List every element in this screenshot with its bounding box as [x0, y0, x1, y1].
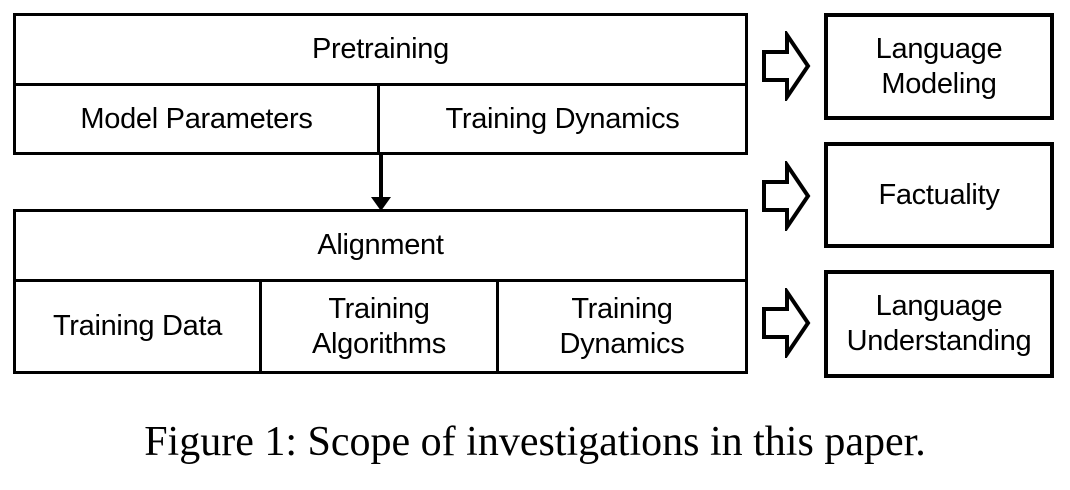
right-arrow-icon: [762, 31, 811, 101]
box-factuality-label: Factuality: [878, 178, 1000, 211]
cell-pretraining-training-dynamics: Training Dynamics: [380, 86, 745, 152]
pretraining-block: Pretraining Model Parameters Training Dy…: [13, 13, 748, 155]
right-arrow-icon: [762, 161, 811, 231]
cell-model-parameters: Model Parameters: [16, 86, 380, 152]
cell-model-parameters-label: Model Parameters: [80, 102, 313, 135]
box-language-modeling-label: Language Modeling: [875, 32, 1003, 100]
cell-alignment-training-dynamics: Training Dynamics: [499, 282, 745, 371]
alignment-title-label: Alignment: [317, 229, 444, 261]
pretraining-title: Pretraining: [16, 16, 745, 86]
box-factuality: Factuality: [824, 142, 1054, 248]
box-language-understanding-label: Language Understanding: [846, 290, 1032, 357]
figure-caption: Figure 1: Scope of investigations in thi…: [144, 419, 926, 465]
box-language-understanding: Language Understanding: [824, 270, 1054, 378]
cell-training-data: Training Data: [16, 282, 262, 371]
down-arrow-icon: [371, 155, 391, 211]
alignment-block: Alignment Training Data Training Algorit…: [13, 209, 748, 374]
cell-pretraining-training-dynamics-label: Training Dynamics: [445, 102, 680, 135]
cell-training-data-label: Training Data: [52, 310, 223, 342]
alignment-subrow: Training Data Training Algorithms Traini…: [16, 282, 745, 371]
cell-alignment-training-dynamics-label: Training Dynamics: [559, 292, 685, 360]
right-arrow-icon: [762, 288, 811, 358]
alignment-title: Alignment: [16, 212, 745, 282]
pretraining-subrow: Model Parameters Training Dynamics: [16, 86, 745, 152]
cell-training-algorithms: Training Algorithms: [262, 282, 499, 371]
box-language-modeling: Language Modeling: [824, 13, 1054, 120]
cell-training-algorithms-label: Training Algorithms: [312, 292, 446, 360]
pretraining-title-label: Pretraining: [312, 33, 449, 65]
